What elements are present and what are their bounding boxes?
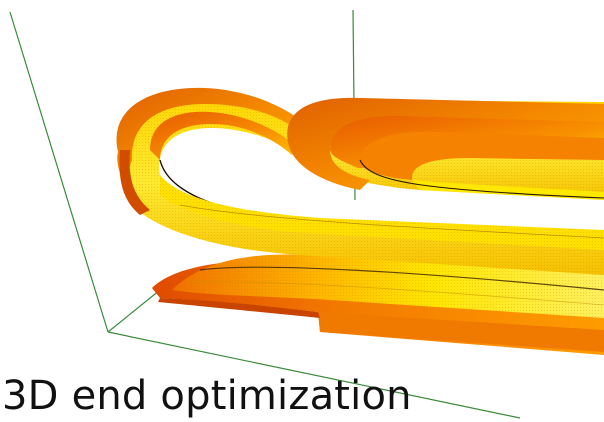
caption-text: 3D end optimization xyxy=(2,373,412,419)
middle-yellow-band xyxy=(160,175,604,250)
right-end-loop xyxy=(287,97,604,200)
left-loop-shadow-edge xyxy=(119,150,150,215)
lower-yellow-bundle xyxy=(172,254,604,318)
